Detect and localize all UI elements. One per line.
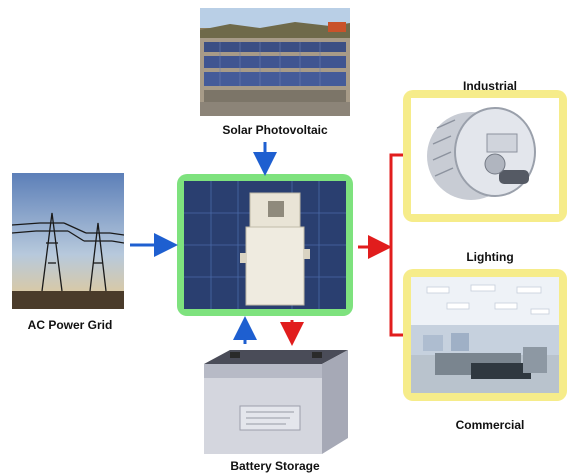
industrial-label: Industrial [462, 79, 517, 93]
inverter-on-solar-panel-photo [184, 181, 346, 309]
solar-label: Solar Photovoltaic [222, 123, 328, 137]
battery-photo [200, 346, 352, 456]
office-interior-photo [411, 277, 559, 393]
industrial-frame [403, 90, 567, 222]
commercial-frame [403, 269, 567, 401]
solar-panel-array-photo [200, 8, 350, 116]
lighting-label: Lighting [466, 250, 514, 264]
electric-motor-photo [411, 98, 559, 214]
grid-label: AC Power Grid [27, 318, 113, 332]
power-transmission-tower-photo [12, 173, 124, 309]
inverter-hub-frame [177, 174, 353, 316]
battery-label: Battery Storage [230, 459, 320, 473]
commercial-label: Commercial [455, 418, 525, 432]
load-bracket [389, 153, 403, 337]
